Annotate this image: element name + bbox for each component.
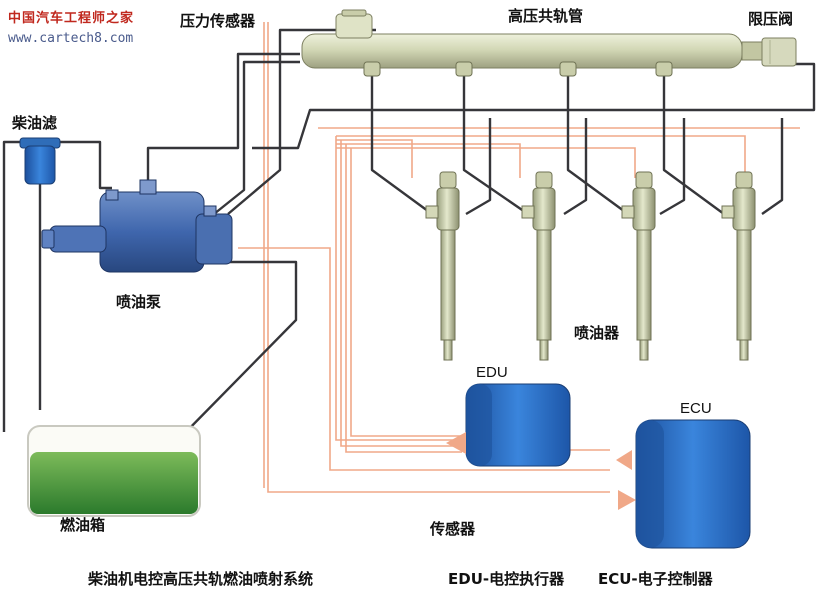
- label-fuel-tank: 燃油箱: [60, 516, 106, 534]
- label-fuel-filter: 柴油滤: [12, 114, 58, 132]
- edu-unit: EDU: [446, 364, 571, 467]
- ecu-output-arrow-top: [616, 450, 632, 470]
- pressure-limiter-device: [761, 37, 797, 67]
- fuel-filter-device: [19, 137, 61, 185]
- edu-input-arrow: [446, 432, 466, 454]
- caption-ecu: ECU-电子控制器: [598, 570, 713, 588]
- caption-system-title: 柴油机电控高压共轨燃油喷射系统: [88, 570, 314, 588]
- injector: [521, 171, 556, 361]
- label-injectors: 喷油器: [574, 324, 620, 342]
- label-pressure-limiter: 限压阀: [748, 10, 794, 28]
- label-common-rail: 高压共轨管: [508, 7, 584, 25]
- ecu-unit: ECU: [616, 400, 751, 549]
- fuel-lines: [2, 28, 816, 439]
- watermark-site-name: 中国汽车工程师之家: [8, 11, 135, 26]
- label-injection-pump: 喷油泵: [116, 293, 162, 311]
- label-sensors: 传感器: [430, 520, 476, 538]
- injector: [721, 171, 756, 361]
- fuel-tank-device: [27, 425, 201, 517]
- injector: [621, 171, 656, 361]
- ecu-input-arrow-bottom: [618, 490, 636, 510]
- watermark-site-url: www.cartech8.com: [8, 31, 134, 46]
- injector: [425, 171, 460, 361]
- common-rail: [301, 33, 763, 77]
- signal-wires: [238, 22, 800, 493]
- ecu-label: ECU: [680, 400, 712, 417]
- label-pressure-sensor: 压力传感器: [180, 12, 256, 30]
- injection-pump-device: [41, 179, 233, 273]
- caption-edu: EDU-电控执行器: [448, 570, 565, 588]
- edu-label: EDU: [476, 364, 508, 381]
- pressure-sensor-device: [335, 9, 373, 39]
